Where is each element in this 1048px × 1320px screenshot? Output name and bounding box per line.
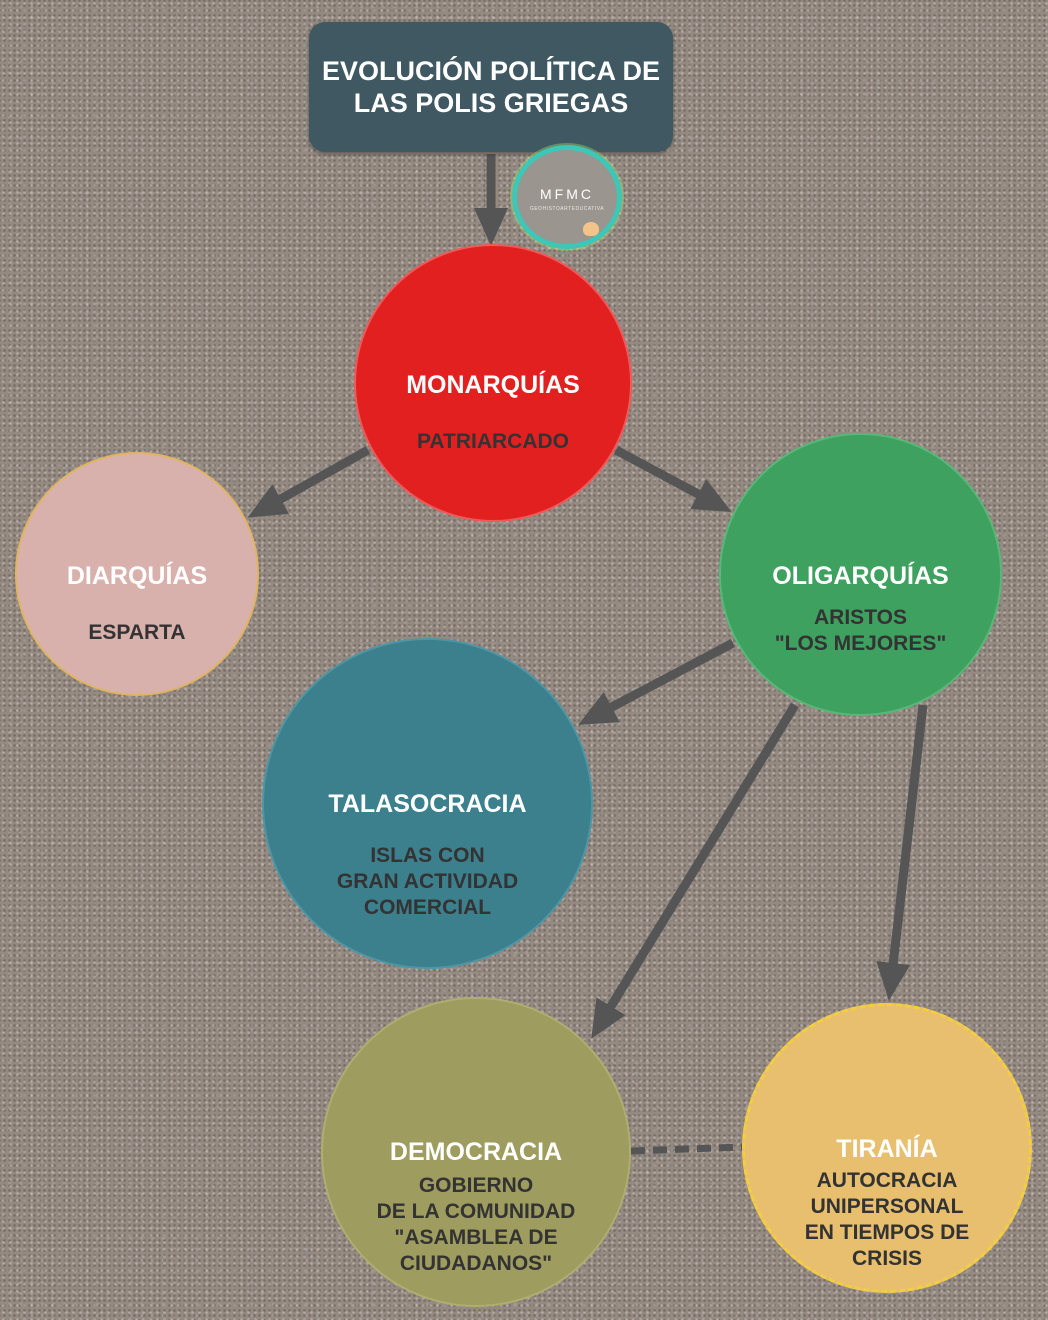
node-monarquias-body: PATRIARCADO <box>416 430 570 453</box>
arrow-oligarquias-to-tirania <box>876 704 928 1001</box>
arrow-oligarquias-to-talasocracia <box>578 639 736 725</box>
arrow-monarquias-to-diarquias <box>247 446 371 518</box>
node-tirania: TIRANÍA AUTOCRACIA UNIPERSONAL EN TIEMPO… <box>742 1003 1032 1293</box>
node-oligarquias-body: ARISTOS "LOS MEJORES" <box>774 606 947 655</box>
node-talasocracia-body: ISLAS CON GRAN ACTIVIDAD COMERCIAL <box>336 844 519 919</box>
mfmc-logo: MFMC GEOHISTOARTEDUCATIVA <box>512 145 622 249</box>
node-talasocracia: TALASOCRACIA ISLAS CON GRAN ACTIVIDAD CO… <box>262 638 593 969</box>
node-tirania-body: AUTOCRACIA UNIPERSONAL EN TIEMPOS DE CRI… <box>804 1169 970 1270</box>
dashed-link-democracia-tirania <box>630 1143 743 1155</box>
node-democracia: DEMOCRACIA GOBIERNO DE LA COMUNIDAD "ASA… <box>321 997 631 1307</box>
node-talasocracia-title: TALASOCRACIA <box>328 790 527 818</box>
node-tirania-title: TIRANÍA <box>836 1135 938 1163</box>
node-democracia-body: GOBIERNO DE LA COMUNIDAD "ASAMBLEA DE CI… <box>376 1174 576 1275</box>
node-diarquias: DIARQUÍAS ESPARTA <box>15 452 259 696</box>
node-oligarquias-title: OLIGARQUÍAS <box>772 562 949 590</box>
diagram-title: EVOLUCIÓN POLÍTICA DE LAS POLIS GRIEGAS <box>321 56 660 118</box>
node-monarquias: MONARQUÍAS PATRIARCADO <box>354 244 632 522</box>
diagram-title-box: EVOLUCIÓN POLÍTICA DE LAS POLIS GRIEGAS <box>309 22 673 152</box>
node-democracia-title: DEMOCRACIA <box>389 1138 563 1166</box>
logo-subtext: GEOHISTOARTEDUCATIVA <box>529 206 605 212</box>
node-monarquias-title: MONARQUÍAS <box>406 371 580 399</box>
logo-text: MFMC <box>540 186 594 202</box>
logo-face-icon <box>583 222 599 236</box>
node-diarquias-title: DIARQUÍAS <box>66 562 208 590</box>
arrow-oligarquias-to-democracia <box>591 702 799 1039</box>
arrow-monarquias-to-oligarquias <box>613 446 732 512</box>
node-oligarquias: OLIGARQUÍAS ARISTOS "LOS MEJORES" <box>719 433 1002 716</box>
node-diarquias-body: ESPARTA <box>88 621 186 644</box>
